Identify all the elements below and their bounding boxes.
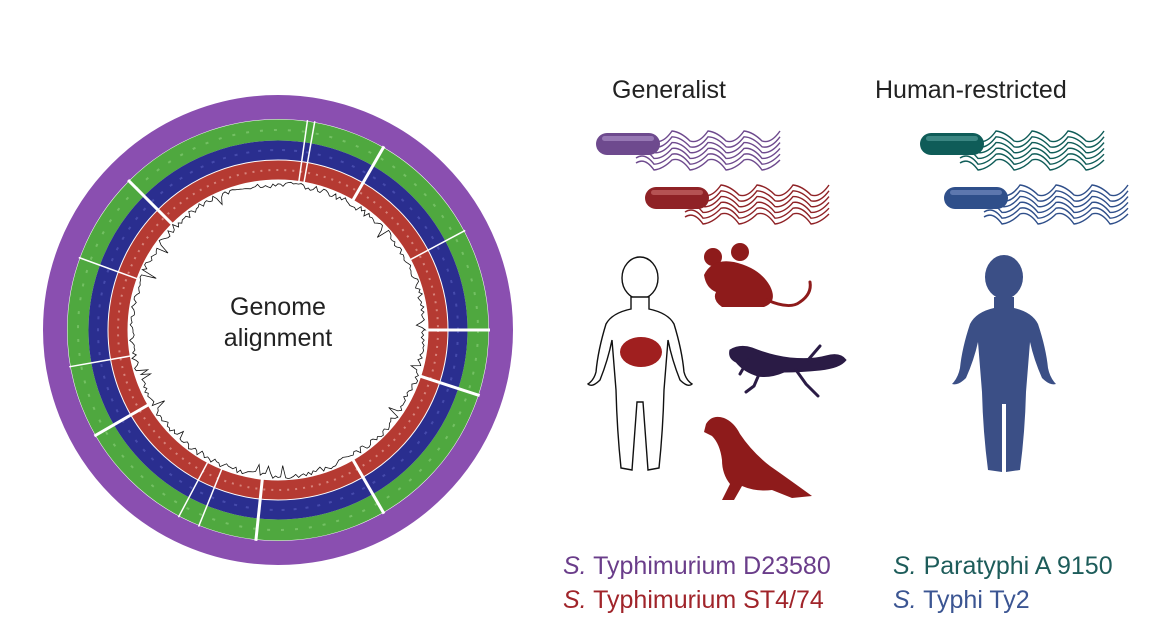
alignment-gaps xyxy=(69,119,490,541)
gap-tick xyxy=(351,145,386,201)
header-human-restricted: Human-restricted xyxy=(875,76,1067,104)
center-label-line2: alignment xyxy=(223,324,333,352)
flagellum xyxy=(684,201,830,214)
gap-tick xyxy=(351,459,386,515)
center-label-line1: Genome xyxy=(230,293,326,321)
legend-name: Typhimurium D23580 xyxy=(586,552,831,580)
gap-tick xyxy=(127,179,173,225)
gap-tick xyxy=(420,374,481,397)
header-generalist: Generalist xyxy=(612,76,726,104)
gap-tick xyxy=(254,479,264,541)
gap-tick xyxy=(93,403,149,438)
flagellum xyxy=(959,158,1105,171)
gap-tick xyxy=(69,355,131,368)
ring-purple xyxy=(43,95,513,565)
gap-tick xyxy=(177,462,209,518)
gap-tick xyxy=(197,468,223,527)
flagellum xyxy=(684,212,830,225)
legend-genus: S. xyxy=(893,586,917,614)
legend-genus: S. xyxy=(893,552,917,580)
bird-icon xyxy=(704,416,812,500)
gap-tick xyxy=(298,119,309,182)
bacterium-icon xyxy=(596,130,781,171)
flagellum xyxy=(635,158,781,171)
flagellum xyxy=(959,141,1105,154)
flagellum xyxy=(635,141,781,154)
genome-alignment-label: Genome alignment xyxy=(178,292,378,354)
legend-item-paratyphi: S. Paratyphi A 9150 xyxy=(893,552,1113,581)
flagellum xyxy=(983,207,1129,219)
flagellum xyxy=(684,195,830,208)
legend-item-d23580: S. Typhimurium D23580 xyxy=(563,552,831,581)
legend-item-st4-74: S. Typhimurium ST4/74 xyxy=(563,586,824,615)
lizard-icon xyxy=(729,344,847,398)
flagellum xyxy=(959,153,1105,165)
legend-name: Typhi Ty2 xyxy=(916,586,1030,614)
flagellum xyxy=(983,212,1129,225)
genome-alignment-plot xyxy=(43,95,513,565)
bacterium-icon xyxy=(645,184,830,225)
flagellum xyxy=(635,153,781,165)
gap-tick xyxy=(410,229,466,261)
legend-genus: S. xyxy=(563,552,587,580)
gap-tick xyxy=(303,121,316,183)
legend-name: Paratyphi A 9150 xyxy=(916,552,1113,580)
bacterium-icon xyxy=(920,130,1105,171)
human-outline-icon xyxy=(586,256,694,471)
gut-infection-icon xyxy=(620,337,662,367)
legend-item-typhi: S. Typhi Ty2 xyxy=(893,586,1030,615)
flagellum xyxy=(959,147,1105,160)
flagellum xyxy=(684,207,830,219)
gap-tick xyxy=(78,256,138,280)
legend-name: Typhimurium ST4/74 xyxy=(586,586,824,614)
flagellum xyxy=(983,195,1129,208)
child-icon xyxy=(952,255,1056,472)
legend-genus: S. xyxy=(563,586,587,614)
flagellum xyxy=(983,201,1129,214)
gc-content-trace xyxy=(129,181,427,480)
bacterium-icon xyxy=(944,184,1129,225)
flagellum xyxy=(635,147,781,160)
mouse-icon xyxy=(704,243,812,307)
